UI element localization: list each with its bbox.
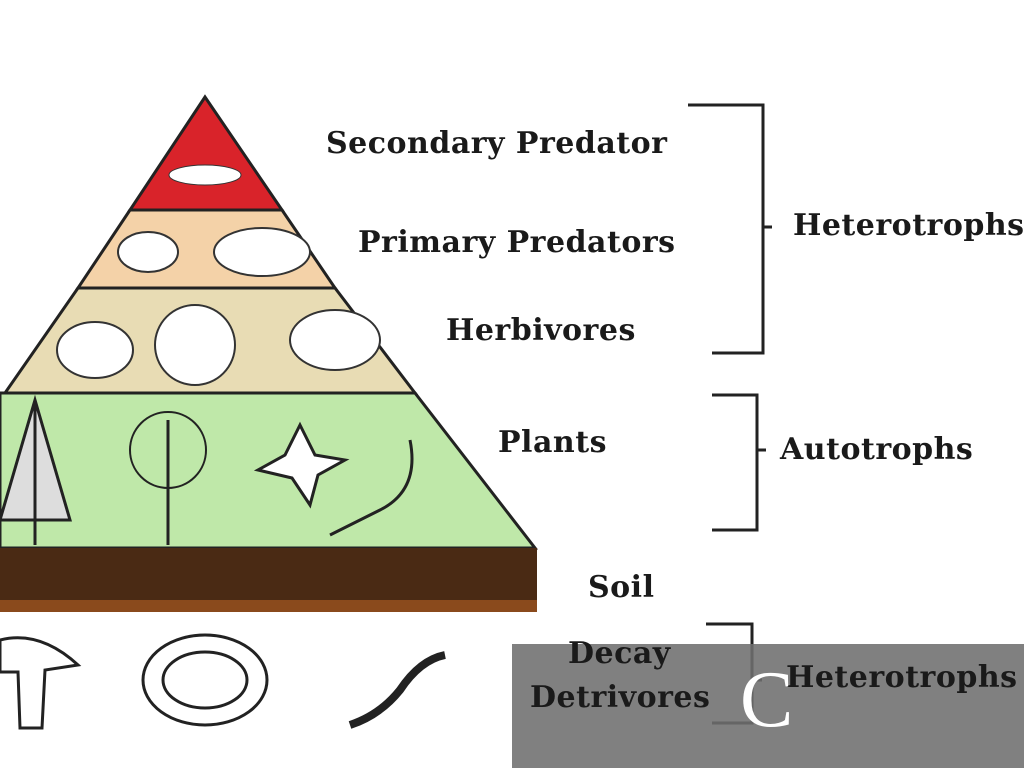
- tier-secondary-predator: [127, 94, 285, 212]
- label-secondary-predator: Secondary Predator: [326, 126, 668, 161]
- plants-icon: [0, 394, 414, 545]
- label-autotrophs: Autotrophs: [780, 432, 974, 467]
- predator-animals-icon: [117, 227, 311, 277]
- label-heterotrophs-bottom: Heterotrophs: [786, 660, 1018, 695]
- fox-icon: [168, 164, 242, 186]
- label-detrivores: Detrivores: [530, 680, 711, 715]
- bracket-heterotrophs-top: [688, 103, 772, 355]
- bracket-autotrophs: [712, 393, 766, 532]
- option-letter: C: [740, 656, 794, 744]
- label-primary-predators: Primary Predators: [358, 225, 676, 260]
- decomposers-icon: [0, 633, 446, 730]
- herbivore-animals-icon: [56, 304, 381, 386]
- label-soil: Soil: [588, 570, 655, 605]
- label-plants: Plants: [498, 425, 607, 460]
- overlay-panel: [512, 644, 1024, 768]
- label-heterotrophs-top: Heterotrophs: [793, 208, 1024, 243]
- label-decay: Decay: [568, 636, 671, 671]
- label-herbivores: Herbivores: [446, 313, 636, 348]
